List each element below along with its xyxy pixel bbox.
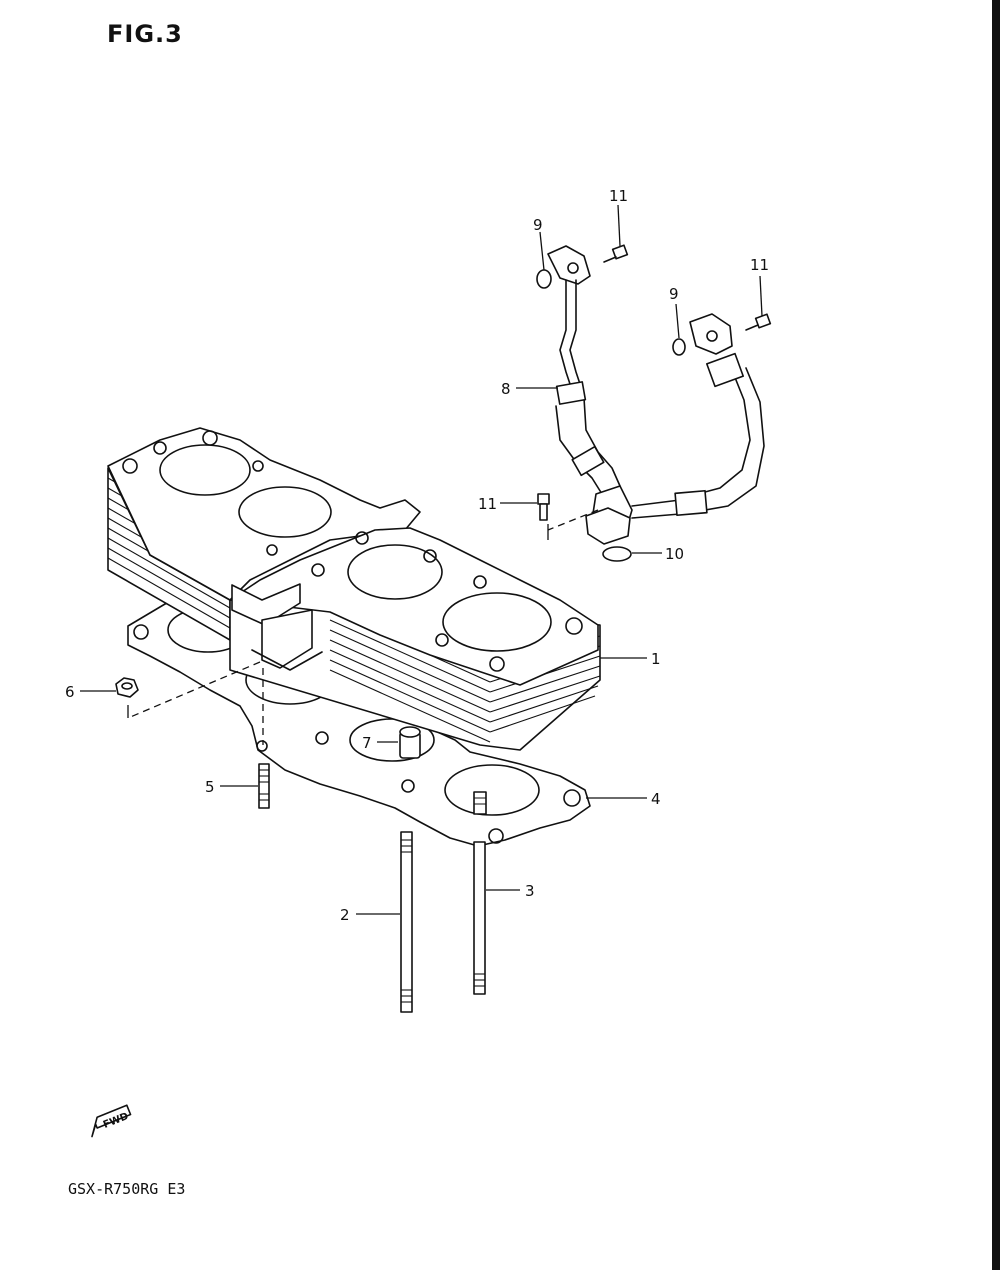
model-code-label: GSX-R750RG E3	[68, 1180, 186, 1198]
callout-5: 5	[205, 778, 215, 796]
callout-2: 2	[340, 906, 350, 924]
oil-hose-assembly	[547, 245, 765, 545]
callout-4: 4	[651, 790, 661, 808]
fwd-direction-marker: FWD	[91, 1104, 132, 1138]
o-ring-9b	[672, 338, 686, 356]
callout-11a: 11	[609, 187, 628, 205]
callout-9a: 9	[533, 216, 543, 234]
dowel-pin	[399, 726, 421, 759]
long-stud-3	[473, 841, 486, 995]
callout-3: 3	[525, 882, 535, 900]
callout-11c: 11	[478, 495, 497, 513]
callout-6: 6	[65, 683, 75, 701]
leader-lines	[80, 204, 763, 915]
callout-labels: 1 2 3 4 5 6 7 8 9 9 10 11 11 11	[65, 187, 769, 924]
callout-1: 1	[651, 650, 661, 668]
cap-nut	[115, 677, 139, 698]
o-ring-9a	[536, 269, 552, 289]
short-stud	[258, 763, 270, 809]
cylinder-block	[107, 427, 601, 751]
callout-9b: 9	[669, 285, 679, 303]
bolt-11b	[745, 313, 772, 331]
figure-title: FIG.3	[107, 20, 183, 48]
alignment-line-hose	[547, 509, 599, 531]
stud-top	[473, 791, 487, 815]
callout-8: 8	[501, 380, 511, 398]
callout-7: 7	[362, 734, 372, 752]
callout-10: 10	[665, 545, 684, 563]
long-stud-2	[400, 831, 413, 1013]
bolt-11c	[537, 493, 550, 521]
o-ring-10	[602, 546, 632, 562]
callout-11b: 11	[750, 256, 769, 274]
bolt-11a	[603, 244, 629, 263]
scan-edge-bar	[992, 0, 1000, 1270]
